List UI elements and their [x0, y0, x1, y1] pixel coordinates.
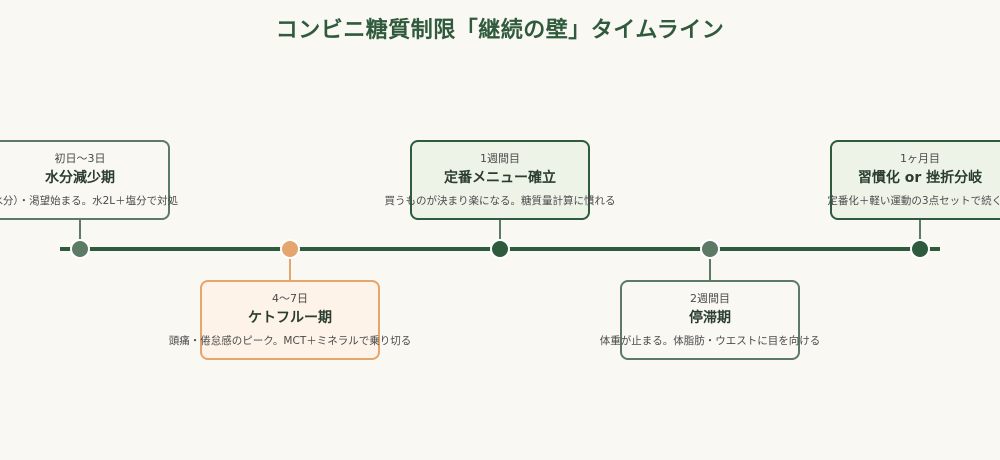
milestone-description: 体重が止まる。体脂肪・ウエストに目を向ける: [599, 335, 821, 347]
milestone-description: 頭痛・倦怠感のピーク。MCT＋ミネラルで乗り切る: [168, 335, 412, 347]
milestone-heading: 水分減少期: [45, 170, 115, 186]
milestone-connector: [79, 220, 81, 249]
milestone-period: 初日〜3日: [54, 152, 106, 165]
milestone-heading: 習慣化 or 挫折分岐: [857, 170, 983, 186]
milestone-connector: [709, 249, 711, 280]
milestone-card: 初日〜3日水分減少期 （水分）・渇望始まる。水2L＋塩分で対処: [0, 140, 178, 220]
milestone-dot: [490, 239, 510, 259]
milestone-card: 1ヶ月目習慣化 or 挫折分岐定番化＋軽い運動の3点セットで続く人: [827, 140, 1000, 220]
milestone-period: 1週間目: [480, 152, 520, 165]
milestone-heading: 定番メニュー確立: [444, 170, 556, 186]
milestone-card: 4〜7日ケトフルー期頭痛・倦怠感のピーク。MCT＋ミネラルで乗り切る: [169, 280, 411, 360]
milestone-dot: [910, 239, 930, 259]
milestone-card: 1週間目定番メニュー確立買うものが決まり楽になる。糖質量計算に慣れる: [385, 140, 616, 220]
milestone-card: 2週間目停滞期体重が止まる。体脂肪・ウエストに目を向ける: [600, 280, 820, 360]
milestone-connector: [919, 220, 921, 249]
milestone-connector: [289, 249, 291, 280]
milestone-period: 2週間目: [690, 292, 730, 305]
milestone-dot: [700, 239, 720, 259]
milestone-dot: [280, 239, 300, 259]
milestone-period: 4〜7日: [272, 292, 308, 305]
milestone-description: 定番化＋軽い運動の3点セットで続く人: [827, 195, 1000, 207]
page-title: コンビニ糖質制限「継続の壁」タイムライン: [275, 18, 725, 43]
milestone-heading: 停滞期: [689, 310, 731, 326]
milestone-description: （水分）・渇望始まる。水2L＋塩分で対処: [0, 195, 179, 207]
milestone-dot: [70, 239, 90, 259]
milestone-heading: ケトフルー期: [248, 310, 332, 326]
milestone-description: 買うものが決まり楽になる。糖質量計算に慣れる: [384, 195, 616, 207]
milestone-connector: [499, 220, 501, 249]
milestone-period: 1ヶ月目: [900, 152, 940, 165]
